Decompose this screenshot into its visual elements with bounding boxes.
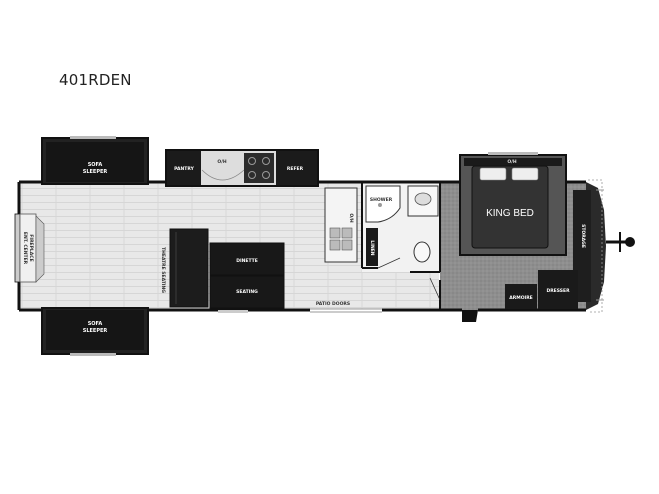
patio-doors xyxy=(310,308,382,313)
island-oh-label: O/H xyxy=(348,213,354,222)
hitch xyxy=(606,232,635,252)
kitchen-oh-label: O/H xyxy=(217,159,226,165)
king-bed xyxy=(471,165,549,249)
patio-doors-label: PATIO DOORS xyxy=(316,301,350,307)
sofa-slideout-top xyxy=(41,136,149,185)
seating-label: SEATING xyxy=(236,289,258,295)
refer-label: REFER xyxy=(287,166,304,172)
sofa-sleeper-label-top-2: SLEEPER xyxy=(83,169,108,175)
bathroom-walls xyxy=(361,182,441,310)
shower-label: SHOWER xyxy=(370,197,393,203)
shower xyxy=(365,185,401,223)
sofa-slideout-bottom xyxy=(41,307,149,356)
exterior-walls xyxy=(17,180,586,312)
floorplan-title: 401RDEN xyxy=(59,71,132,89)
seating xyxy=(209,275,285,309)
dresser-label: DRESSER xyxy=(546,288,570,294)
armoire-label: ARMOIRE xyxy=(509,295,532,301)
king-bed-label: KING BED xyxy=(486,208,534,219)
kitchen-slideout xyxy=(165,149,319,187)
fireplace-label: FIREPLACE xyxy=(28,234,34,261)
theatre-seating xyxy=(169,228,209,308)
pantry-label: PANTRY xyxy=(174,166,194,172)
bedroom-oh-label: O/H xyxy=(507,159,516,165)
kitchen-island xyxy=(324,187,358,263)
dresser xyxy=(538,270,578,309)
dinette xyxy=(209,242,285,276)
linen-label: LINEN xyxy=(369,240,375,255)
toilet xyxy=(413,241,431,263)
sofa-sleeper-label-top-1: SOFA xyxy=(88,162,103,168)
sofa-sleeper-label-bottom-1: SOFA xyxy=(88,321,103,327)
dinette-label: DINETTE xyxy=(236,258,258,264)
ent-center-label: ENT. CENTER xyxy=(22,232,28,265)
theatre-seating-label: THEATRE SEATING xyxy=(160,247,166,293)
storage-label: STORAGE xyxy=(580,224,586,248)
sofa-sleeper-label-bottom-2: SLEEPER xyxy=(83,328,108,334)
armoire xyxy=(505,284,537,309)
